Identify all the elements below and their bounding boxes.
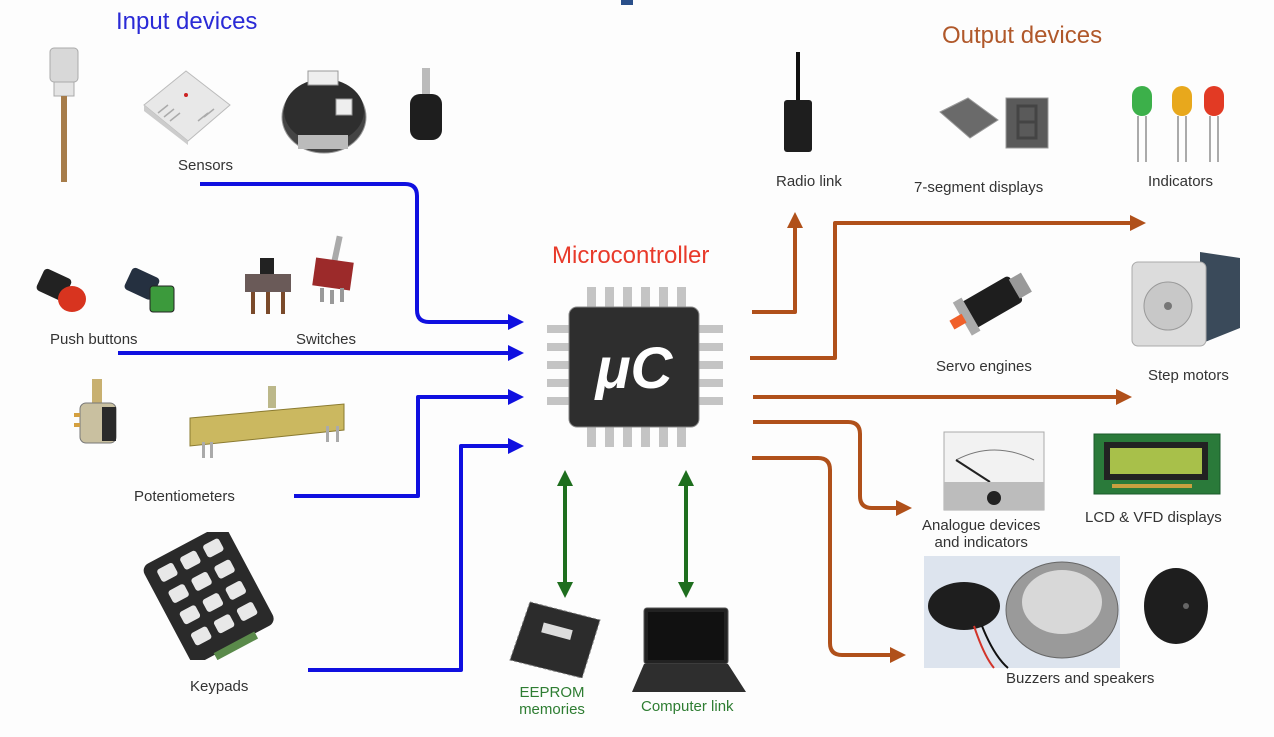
keypad-icon <box>143 532 274 660</box>
microcontroller-chip: μC <box>547 287 723 447</box>
label-sensors: Sensors <box>178 157 234 174</box>
arrow-sensors <box>200 182 524 330</box>
humidity-sensor-icon <box>143 70 231 145</box>
toggle-switch-icon <box>312 235 354 304</box>
seven-segment-display-icon <box>939 97 1049 149</box>
radio-module-icon <box>784 52 812 152</box>
lcd-display-icon <box>1093 433 1221 495</box>
buzzers-speakers-icon <box>924 556 1208 669</box>
arrow-analogue <box>753 420 912 516</box>
label-lcd-vfd-displays: LCD & VFD displays <box>1085 509 1222 526</box>
label-potentiometers: Potentiometers <box>134 488 235 505</box>
label-analogue-line1: Analogue devices <box>922 517 1041 534</box>
rotary-encoder-icon <box>410 68 442 140</box>
rotary-potentiometer-icon <box>74 379 117 444</box>
title-fragment <box>621 0 633 5</box>
label-radio-link: Radio link <box>776 173 842 190</box>
input-devices-heading: Input devices <box>116 8 258 35</box>
arrow-potentiometers <box>294 389 524 498</box>
laptop-icon <box>632 607 746 692</box>
label-indicators: Indicators <box>1148 173 1214 190</box>
red-push-button-icon <box>36 268 86 312</box>
label-servo-engines: Servo engines <box>936 358 1032 375</box>
led-indicators-icon <box>1132 86 1224 162</box>
label-eeprom-line2: memories <box>519 701 585 718</box>
label-push-buttons: Push buttons <box>50 331 138 348</box>
label-step-motors: Step motors <box>1148 367 1229 384</box>
temperature-transmitter-icon <box>281 70 367 154</box>
slide-switch-icon <box>245 258 291 314</box>
arrow-7-segment <box>750 215 1146 360</box>
arrow-radio-link <box>752 212 803 314</box>
label-computer-link: Computer link <box>641 698 734 715</box>
label-buzzers-speakers: Buzzers and speakers <box>1006 670 1155 687</box>
arrow-buzzers <box>752 456 906 663</box>
slide-potentiometer-icon <box>189 386 345 458</box>
label-analogue-line2: and indicators <box>934 534 1028 551</box>
chip-label: μC <box>594 336 674 401</box>
label-7-segment-displays: 7-segment displays <box>914 179 1044 196</box>
label-eeprom-line1: EEPROM <box>519 684 585 701</box>
arrow-keypads <box>308 438 524 672</box>
step-motor-icon <box>1131 252 1240 347</box>
label-switches: Switches <box>296 331 357 348</box>
output-devices-heading: Output devices <box>942 22 1103 49</box>
analogue-meter-icon <box>943 431 1045 511</box>
label-eeprom: EEPROM memories <box>492 684 612 718</box>
microcontroller-heading: Microcontroller <box>552 242 710 269</box>
label-analogue-devices: Analogue devices and indicators <box>922 517 1040 551</box>
label-keypads: Keypads <box>190 678 249 695</box>
servo-motor-icon <box>949 272 1032 336</box>
eeprom-chip-icon <box>509 601 601 679</box>
green-push-button-icon <box>124 267 175 313</box>
temperature-probe-icon <box>49 47 79 182</box>
